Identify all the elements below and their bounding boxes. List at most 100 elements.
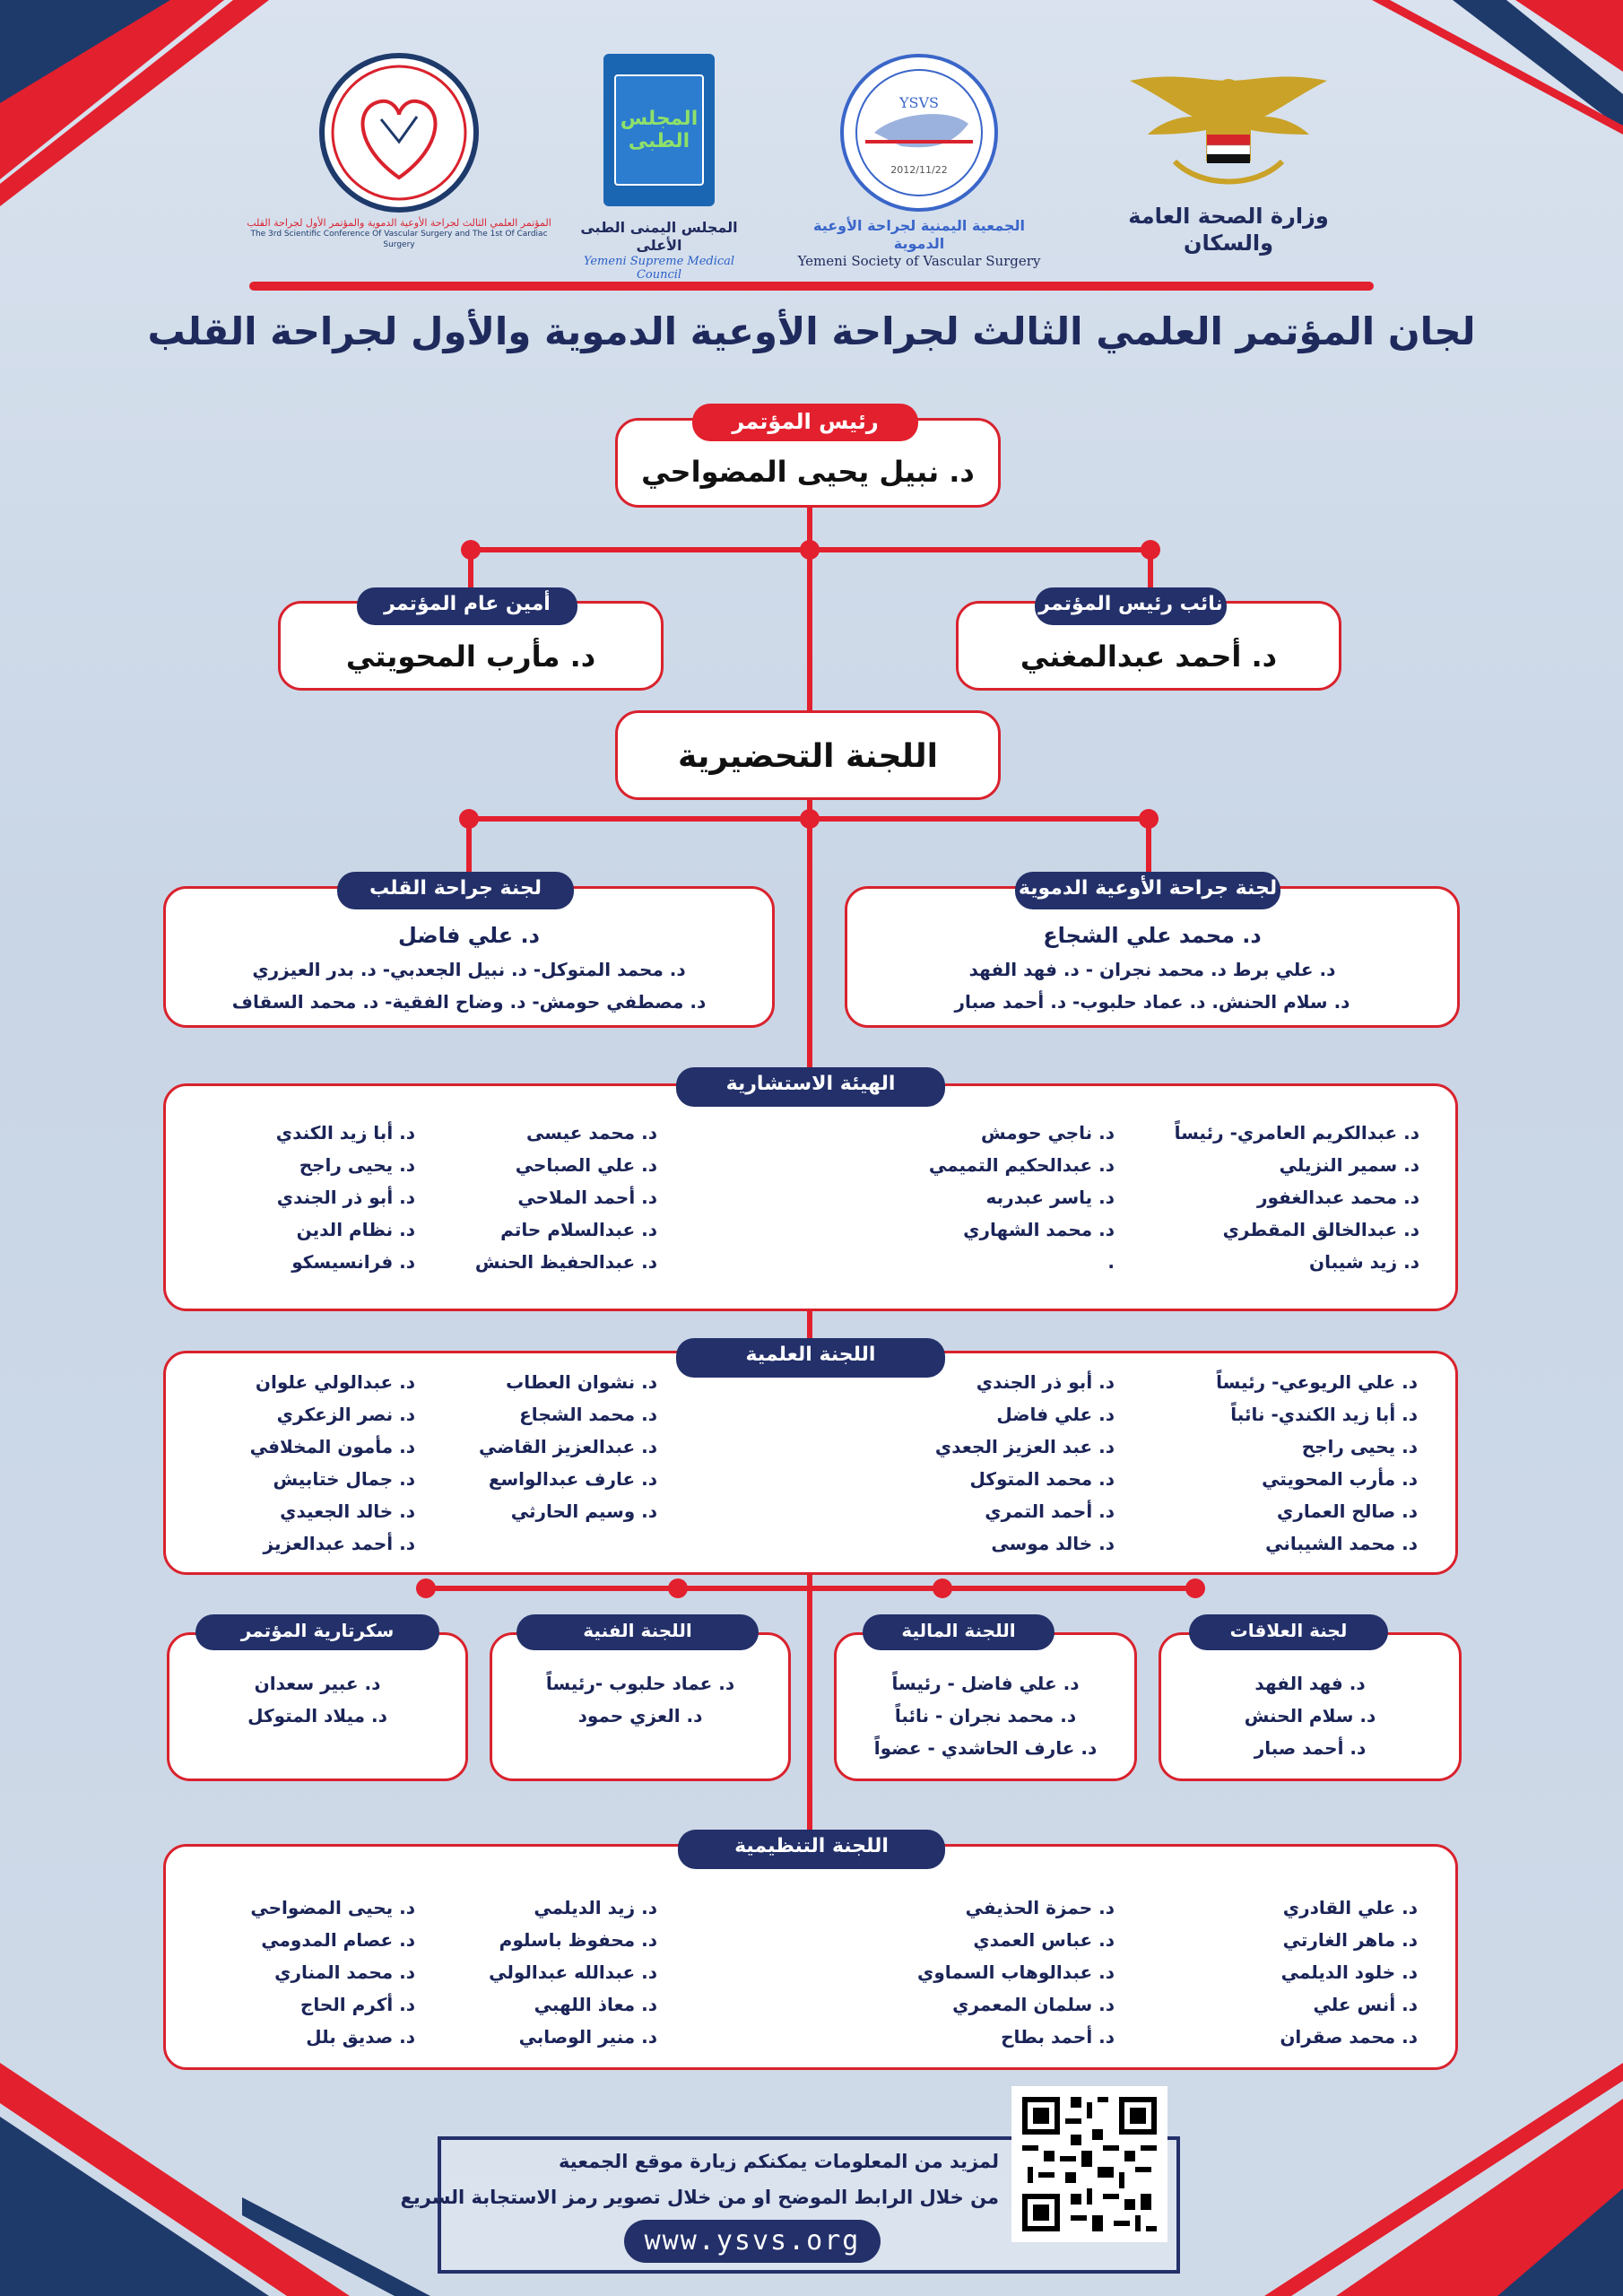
bottom-right-corner-decoration: [1264, 2063, 1623, 2296]
secretariat-member: د. ميلاد المتوكل: [247, 1705, 387, 1726]
technical-members: د. عماد حلبوب -رئيساً د. العزي حمود: [492, 1667, 788, 1732]
header-divider: [249, 282, 1374, 291]
conference-name-en: The 3rd Scientific Conference Of Vascula…: [250, 230, 548, 249]
secretariat-members: د. عبير سعدان د. ميلاد المتوكل: [169, 1667, 465, 1732]
ysvs-name-ar: الجمعية اليمنية لجراحة الأوعية الدموية: [813, 217, 1025, 252]
qr-code-graphic: [1011, 2086, 1167, 2242]
scientific-committee-label: اللجنة العلمية: [676, 1338, 945, 1378]
secretary-general-label: أمين عام المؤتمر: [357, 587, 577, 625]
finance-committee-box: د. علي فاضل - رئيساً د. محمد نجران - نائ…: [834, 1632, 1137, 1781]
organizing-col-3: د. زيد الديلمي د. محفوظ باسلوم د. عبدالل…: [489, 1892, 657, 2053]
scientific-member: د. صالح العماري: [1277, 1500, 1418, 1522]
top-right-corner-decoration: [1372, 0, 1623, 135]
organizing-member: د. أنس علي: [1313, 1994, 1418, 2015]
node-dot: [416, 1578, 436, 1598]
vascular-member: د. علي برط د. محمد نجران - د. فهد الفهد: [968, 959, 1336, 980]
branch-drop: [466, 818, 472, 890]
scientific-col-2: د. أبو ذر الجندي د. علي فاضل د. عبد العز…: [935, 1366, 1115, 1560]
scientific-member: د. خالد الجعيدي: [280, 1500, 415, 1522]
advisory-member: د. علي الصباحي: [515, 1154, 657, 1176]
secretariat-label: سكرتارية المؤتمر: [195, 1614, 439, 1650]
council-name-en: Yemeni Supreme Medical Council: [583, 255, 735, 282]
advisory-member: د. نظام الدين: [296, 1219, 415, 1240]
organizing-member: د. سلمان المعمري: [952, 1994, 1115, 2015]
organizing-col-2: د. حمزة الحذيفي د. عباس العمدي د. عبدالو…: [917, 1892, 1115, 2053]
organizing-member: د. حمزة الحذيفي: [965, 1897, 1115, 1918]
organizing-committee-box: د. علي القادري د. ماهر الغارتي د. خلود ا…: [163, 1844, 1458, 2070]
advisory-col-2: د. ناجي حومش د. عبدالحكيم التميمي د. ياس…: [929, 1117, 1115, 1278]
branch-drop: [1148, 549, 1153, 603]
advisory-member: د. عبدالسلام حاتم: [500, 1219, 657, 1240]
advisory-member: د. محمد عبدالغفور: [1256, 1187, 1419, 1208]
heart-conference-logo-icon: [319, 53, 479, 213]
council-name-ar: المجلس اليمنى الطبى الأعلى: [580, 219, 738, 254]
node-dot: [800, 809, 820, 829]
secretary-general-name: د. مأرب المحويتي: [345, 639, 596, 674]
advisory-member: د. يحيى راجح: [299, 1154, 415, 1176]
president-label: رئيس المؤتمر: [692, 404, 918, 441]
organizing-member: د. محمد صقران: [1280, 2026, 1418, 2048]
cardiac-member: د. محمد المتوكل- د. نبيل الجعدبي- د. بدر…: [252, 959, 686, 980]
ysvs-name-en: Yemeni Society of Vascular Surgery: [797, 253, 1041, 269]
relations-member: د. أحمد صبار: [1254, 1737, 1367, 1759]
finance-member: د. علي فاضل - رئيساً: [891, 1673, 1080, 1694]
scientific-col-4: د. عبدالولي علوان د. نصر الزعكري د. مأمو…: [250, 1366, 415, 1560]
scientific-member: د. محمد المتوكل: [969, 1468, 1115, 1490]
finance-members: د. علي فاضل - رئيساً د. محمد نجران - نائ…: [837, 1667, 1134, 1764]
scientific-committee-box: د. علي الريوعي- رئيساً د. أبا زيد الكندي…: [163, 1351, 1458, 1575]
cardiac-committee-label: لجنة جراحة القلب: [337, 872, 574, 909]
conference-name-ar: المؤتمر العلمي الثالث لجراحة الأوعية الد…: [247, 217, 551, 229]
relations-member: د. سلام الحنش: [1244, 1705, 1376, 1726]
branch-drop: [468, 549, 473, 603]
website-link[interactable]: www.ysvs.org: [624, 2220, 881, 2263]
scientific-member: د. علي الريوعي- رئيساً: [1216, 1371, 1418, 1393]
vice-president-name: د. أحمد عبدالمغني: [1020, 639, 1278, 674]
advisory-board-label: الهيئة الاستشارية: [676, 1067, 945, 1107]
conference-logo-block: المؤتمر العلمي الثالث لجراحة الأوعية الد…: [242, 52, 556, 251]
advisory-member: د. عبدالحكيم التميمي: [928, 1154, 1115, 1176]
branch-drop: [1146, 818, 1151, 890]
organizing-member: د. عبدالوهاب السماوي: [917, 1961, 1115, 1983]
footer-line-1: لمزيد من المعلومات يمكنكم زيارة موقع الج…: [558, 2151, 999, 2172]
finance-member: د. عارف الحاشدي - عضواً: [873, 1737, 1098, 1759]
top-left-corner-decoration: [0, 0, 269, 206]
scientific-col-3: د. نشوان العطاب د. محمد الشجاع د. عبدالع…: [479, 1366, 657, 1527]
scientific-member: د. عبدالولي علوان: [255, 1371, 415, 1393]
relations-committee-label: لجنة العلاقات: [1189, 1614, 1388, 1650]
scientific-member: د. جمال ختابيش: [273, 1468, 415, 1490]
finance-committee-label: اللجنة المالية: [863, 1614, 1055, 1650]
footer-line-2: من خلال الرابط الموضح او من خلال تصوير ر…: [400, 2187, 999, 2208]
advisory-member: د. ياسر عبدربه: [985, 1187, 1115, 1208]
medical-council-logo-icon: المجلس الطبى: [603, 54, 715, 206]
scientific-col-1: د. علي الريوعي- رئيساً د. أبا زيد الكندي…: [1216, 1366, 1418, 1560]
node-dot: [1185, 1578, 1205, 1598]
advisory-member: د. فرانسيسكو: [291, 1251, 415, 1273]
node-dot: [933, 1578, 952, 1598]
organizing-member: د. أكرم الحاج: [299, 1994, 415, 2015]
vascular-member: د. سلام الحنش. د. عماد حلبوب- د. أحمد صب…: [954, 991, 1350, 1013]
advisory-member: .: [1107, 1251, 1115, 1273]
ysvs-logo-block: YSVS 2012/11/22 الجمعية اليمنية لجراحة ا…: [794, 52, 1045, 269]
cardiac-member: د. مصطفي حومش- د. وضاح الفقية- د. محمد ا…: [231, 991, 707, 1013]
qr-code-icon[interactable]: [1011, 2086, 1167, 2242]
advisory-member: د. أحمد الملاحي: [517, 1187, 657, 1208]
ministry-name: وزارة الصحة العامة والسكان: [1128, 204, 1329, 256]
advisory-member: د. محمد عيسى: [526, 1122, 657, 1144]
advisory-member: د. زيد شيبان: [1309, 1251, 1419, 1273]
preparatory-committee-box: اللجنة التحضيرية: [615, 710, 1001, 800]
council-logo-block: المجلس الطبى المجلس اليمنى الطبى الأعلى …: [560, 54, 758, 282]
president-name: د. نبيل يحيى المضواحي: [641, 455, 975, 489]
advisory-col-1: د. عبدالكريم العامري- رئيساً د. سمير الن…: [1175, 1117, 1419, 1278]
bottom-left-corner-decoration: [0, 2063, 430, 2296]
scientific-member: د. وسيم الحارثي: [510, 1500, 657, 1522]
organizing-member: د. خلود الديلمي: [1280, 1961, 1418, 1983]
eagle-emblem-icon: [1130, 76, 1327, 185]
scientific-member: د. علي فاضل: [996, 1404, 1115, 1425]
secretary-general-box: د. مأرب المحويتي: [278, 601, 664, 691]
scientific-member: د. أحمد التمري: [985, 1500, 1115, 1522]
vascular-committee-box: د. محمد علي الشجاع د. علي برط د. محمد نج…: [845, 886, 1460, 1028]
advisory-col-3: د. محمد عيسى د. علي الصباحي د. أحمد المل…: [475, 1117, 657, 1278]
ysvs-date-text: 2012/11/22: [890, 164, 947, 176]
scientific-member: د. محمد الشيباني: [1265, 1533, 1418, 1554]
organizing-member: د. صديق بلل: [306, 2026, 415, 2048]
